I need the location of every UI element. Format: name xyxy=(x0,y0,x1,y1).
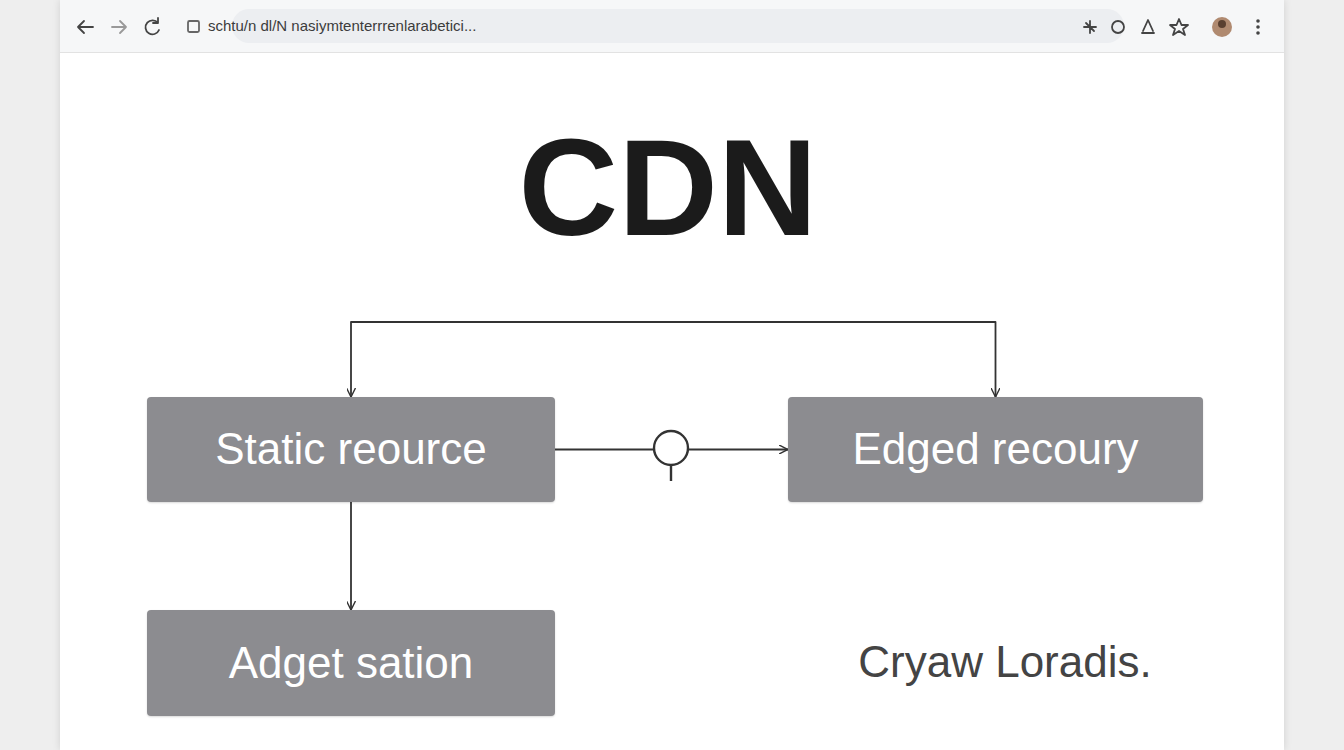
forward-icon xyxy=(112,21,126,33)
profile-avatar xyxy=(1212,17,1232,37)
record-icon xyxy=(1112,21,1124,33)
reload-icon xyxy=(146,18,159,34)
avatar-head xyxy=(1218,20,1226,28)
share-icon xyxy=(1142,20,1154,33)
junction-circle xyxy=(654,431,688,465)
url-text: schtu/n dl/N nasiymtenterrrenlarabetici.… xyxy=(208,17,848,35)
flow-arrow xyxy=(350,502,352,610)
process-box: Static reource xyxy=(147,397,555,502)
box-label: Adget sation xyxy=(229,639,474,687)
box-label: Static reource xyxy=(215,425,486,473)
junction-tick xyxy=(670,465,672,481)
diagram-title: CDN xyxy=(0,118,1336,256)
flow-arrow xyxy=(351,322,996,397)
site-icon xyxy=(188,21,199,32)
note-label: Cryaw Loradis. xyxy=(790,636,1220,689)
flow-arrow xyxy=(555,449,788,451)
extension-icon xyxy=(1084,21,1096,33)
box-label: Edged recoury xyxy=(852,425,1138,473)
process-box: Edged recoury xyxy=(788,397,1203,502)
back-icon xyxy=(78,21,93,33)
process-box: Adget sation xyxy=(147,610,555,716)
menu-dots xyxy=(1256,19,1260,35)
bookmark-star xyxy=(1170,19,1188,35)
